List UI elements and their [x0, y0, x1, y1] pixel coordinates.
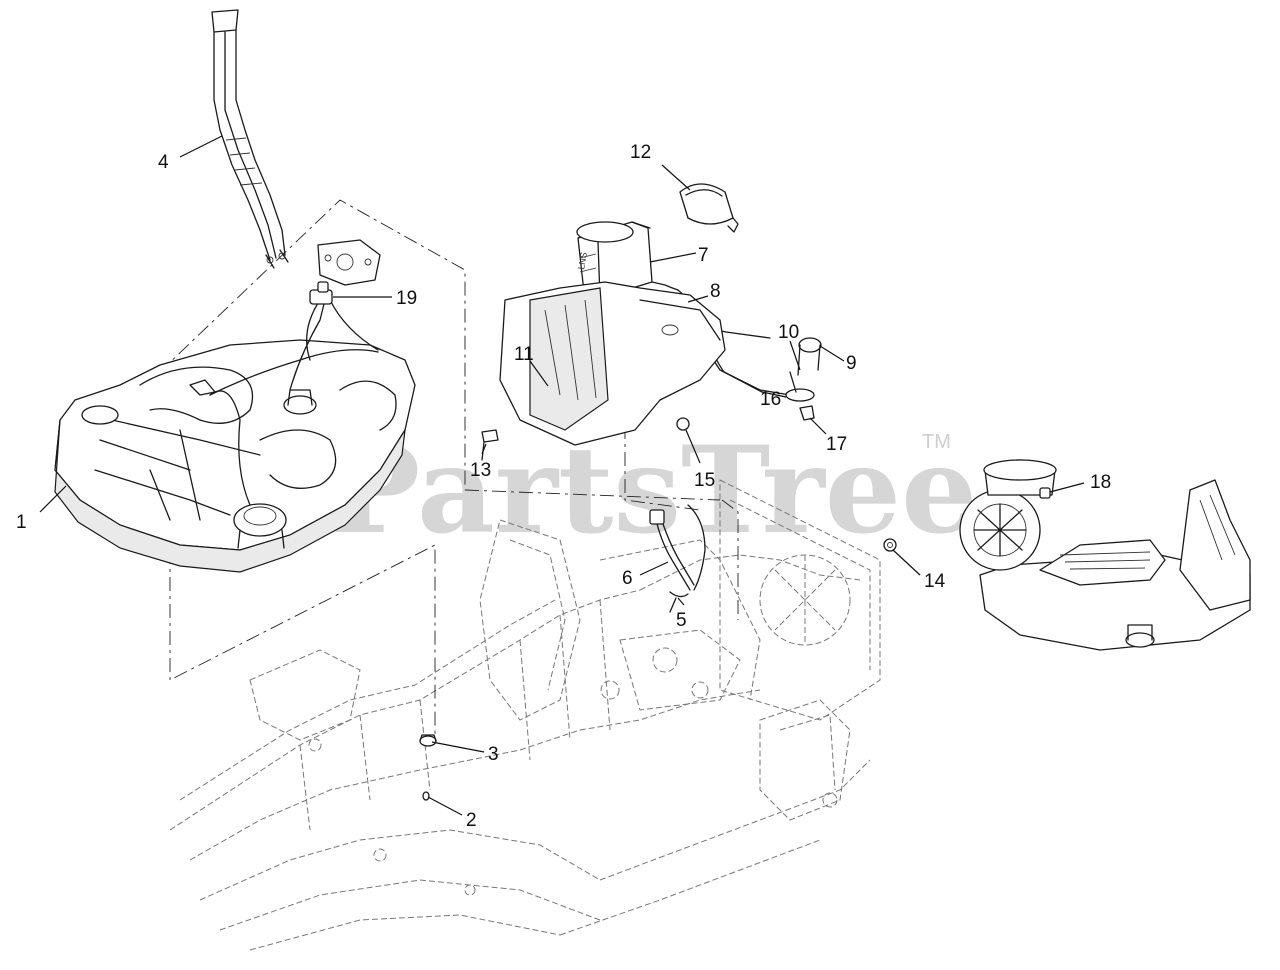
callout-leaders [39, 135, 1085, 816]
callout-10: 10 [778, 322, 799, 343]
callout-9: 9 [846, 353, 857, 374]
callout-11: 11 [514, 344, 534, 365]
callout-16: 16 [760, 389, 781, 410]
callout-7: 7 [698, 245, 709, 266]
heat-shield [499, 281, 726, 446]
callout-8: 8 [710, 281, 721, 302]
callout-12: 12 [630, 142, 651, 163]
mounting-plate [317, 239, 381, 286]
fuel-line [649, 504, 706, 613]
callout-1: 1 [16, 512, 27, 533]
fuel-tank [54, 339, 416, 573]
svg-text:LNS: LNS [576, 251, 589, 270]
chassis-frame [169, 479, 881, 951]
grommet [883, 538, 897, 552]
callout-5: 5 [676, 610, 687, 631]
callout-19: 19 [396, 288, 417, 309]
engine-assembly [959, 459, 1251, 651]
callout-18: 18 [1090, 472, 1111, 493]
watermark: PartsTree TM [330, 420, 977, 561]
watermark-text: PartsTree [330, 420, 977, 561]
callout-15: 15 [694, 470, 715, 491]
callout-3: 3 [488, 744, 499, 765]
callout-2: 2 [466, 810, 477, 831]
callout-13: 13 [470, 460, 491, 481]
callout-4: 4 [158, 152, 169, 173]
watermark-trademark: TM [922, 431, 951, 453]
callout-6: 6 [622, 568, 633, 589]
callout-14: 14 [924, 571, 946, 592]
callout-17: 17 [826, 434, 847, 455]
filler-neck [211, 9, 289, 269]
fuel-fittings [419, 734, 437, 801]
fuel-line-harness [289, 281, 379, 391]
callout-labels: 1 2 3 4 5 6 7 8 9 10 11 12 13 14 15 16 1… [16, 142, 1111, 831]
canister-clamp [679, 183, 739, 233]
